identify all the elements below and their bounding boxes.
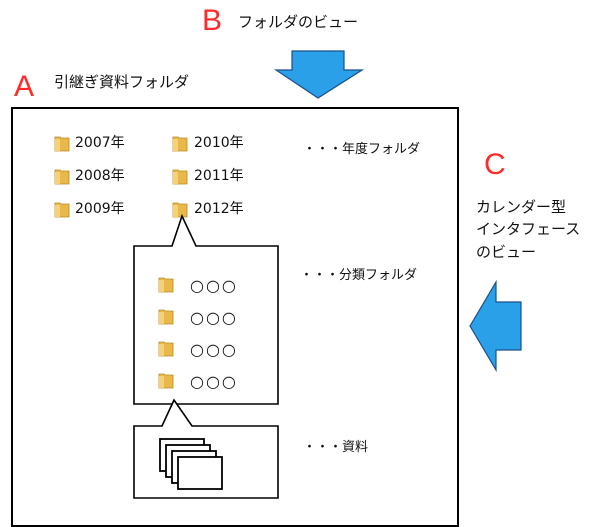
year-folder-label: 2007年 bbox=[75, 135, 125, 151]
label-b-text: フォルダのビュー bbox=[238, 13, 359, 31]
folder-icon bbox=[172, 169, 188, 185]
label-c-text-1: カレンダー型 bbox=[476, 198, 567, 216]
label-b-letter: B bbox=[202, 4, 223, 37]
folder-icon bbox=[172, 136, 188, 152]
year-folder-label: 2010年 bbox=[194, 135, 244, 151]
folder-icon bbox=[158, 373, 174, 389]
category-folder-label: ○○○ bbox=[190, 276, 238, 295]
label-a-letter: A bbox=[14, 70, 35, 103]
documents-icon bbox=[159, 438, 223, 490]
label-c-letter: C bbox=[484, 148, 506, 181]
folder-icon bbox=[54, 202, 70, 218]
category-folder-label: ○○○ bbox=[190, 308, 238, 327]
folder-icon bbox=[158, 277, 174, 293]
label-c-text-3: のビュー bbox=[476, 243, 537, 261]
year-folder-label: 2012年 bbox=[194, 201, 244, 217]
folder-icon bbox=[158, 341, 174, 357]
year-folder-label: 2008年 bbox=[75, 168, 125, 184]
category-folder-label: ○○○ bbox=[190, 340, 238, 359]
annotation-documents: ・・・資料 bbox=[303, 440, 369, 455]
left-arrow bbox=[469, 280, 522, 372]
category-callout bbox=[133, 213, 279, 405]
folder-icon bbox=[54, 169, 70, 185]
label-a-text: 引継ぎ資料フォルダ bbox=[54, 73, 190, 91]
year-folder-label: 2011年 bbox=[194, 168, 244, 184]
folder-icon bbox=[158, 309, 174, 325]
annotation-category-folder: ・・・分類フォルダ bbox=[300, 268, 418, 283]
year-folder-label: 2009年 bbox=[75, 201, 125, 217]
annotation-year-folder: ・・・年度フォルダ bbox=[303, 142, 421, 157]
folder-icon bbox=[54, 136, 70, 152]
label-c-text-2: インタフェース bbox=[476, 220, 581, 238]
down-arrow bbox=[274, 50, 364, 99]
category-folder-label: ○○○ bbox=[190, 372, 238, 391]
folder-icon bbox=[172, 202, 188, 218]
